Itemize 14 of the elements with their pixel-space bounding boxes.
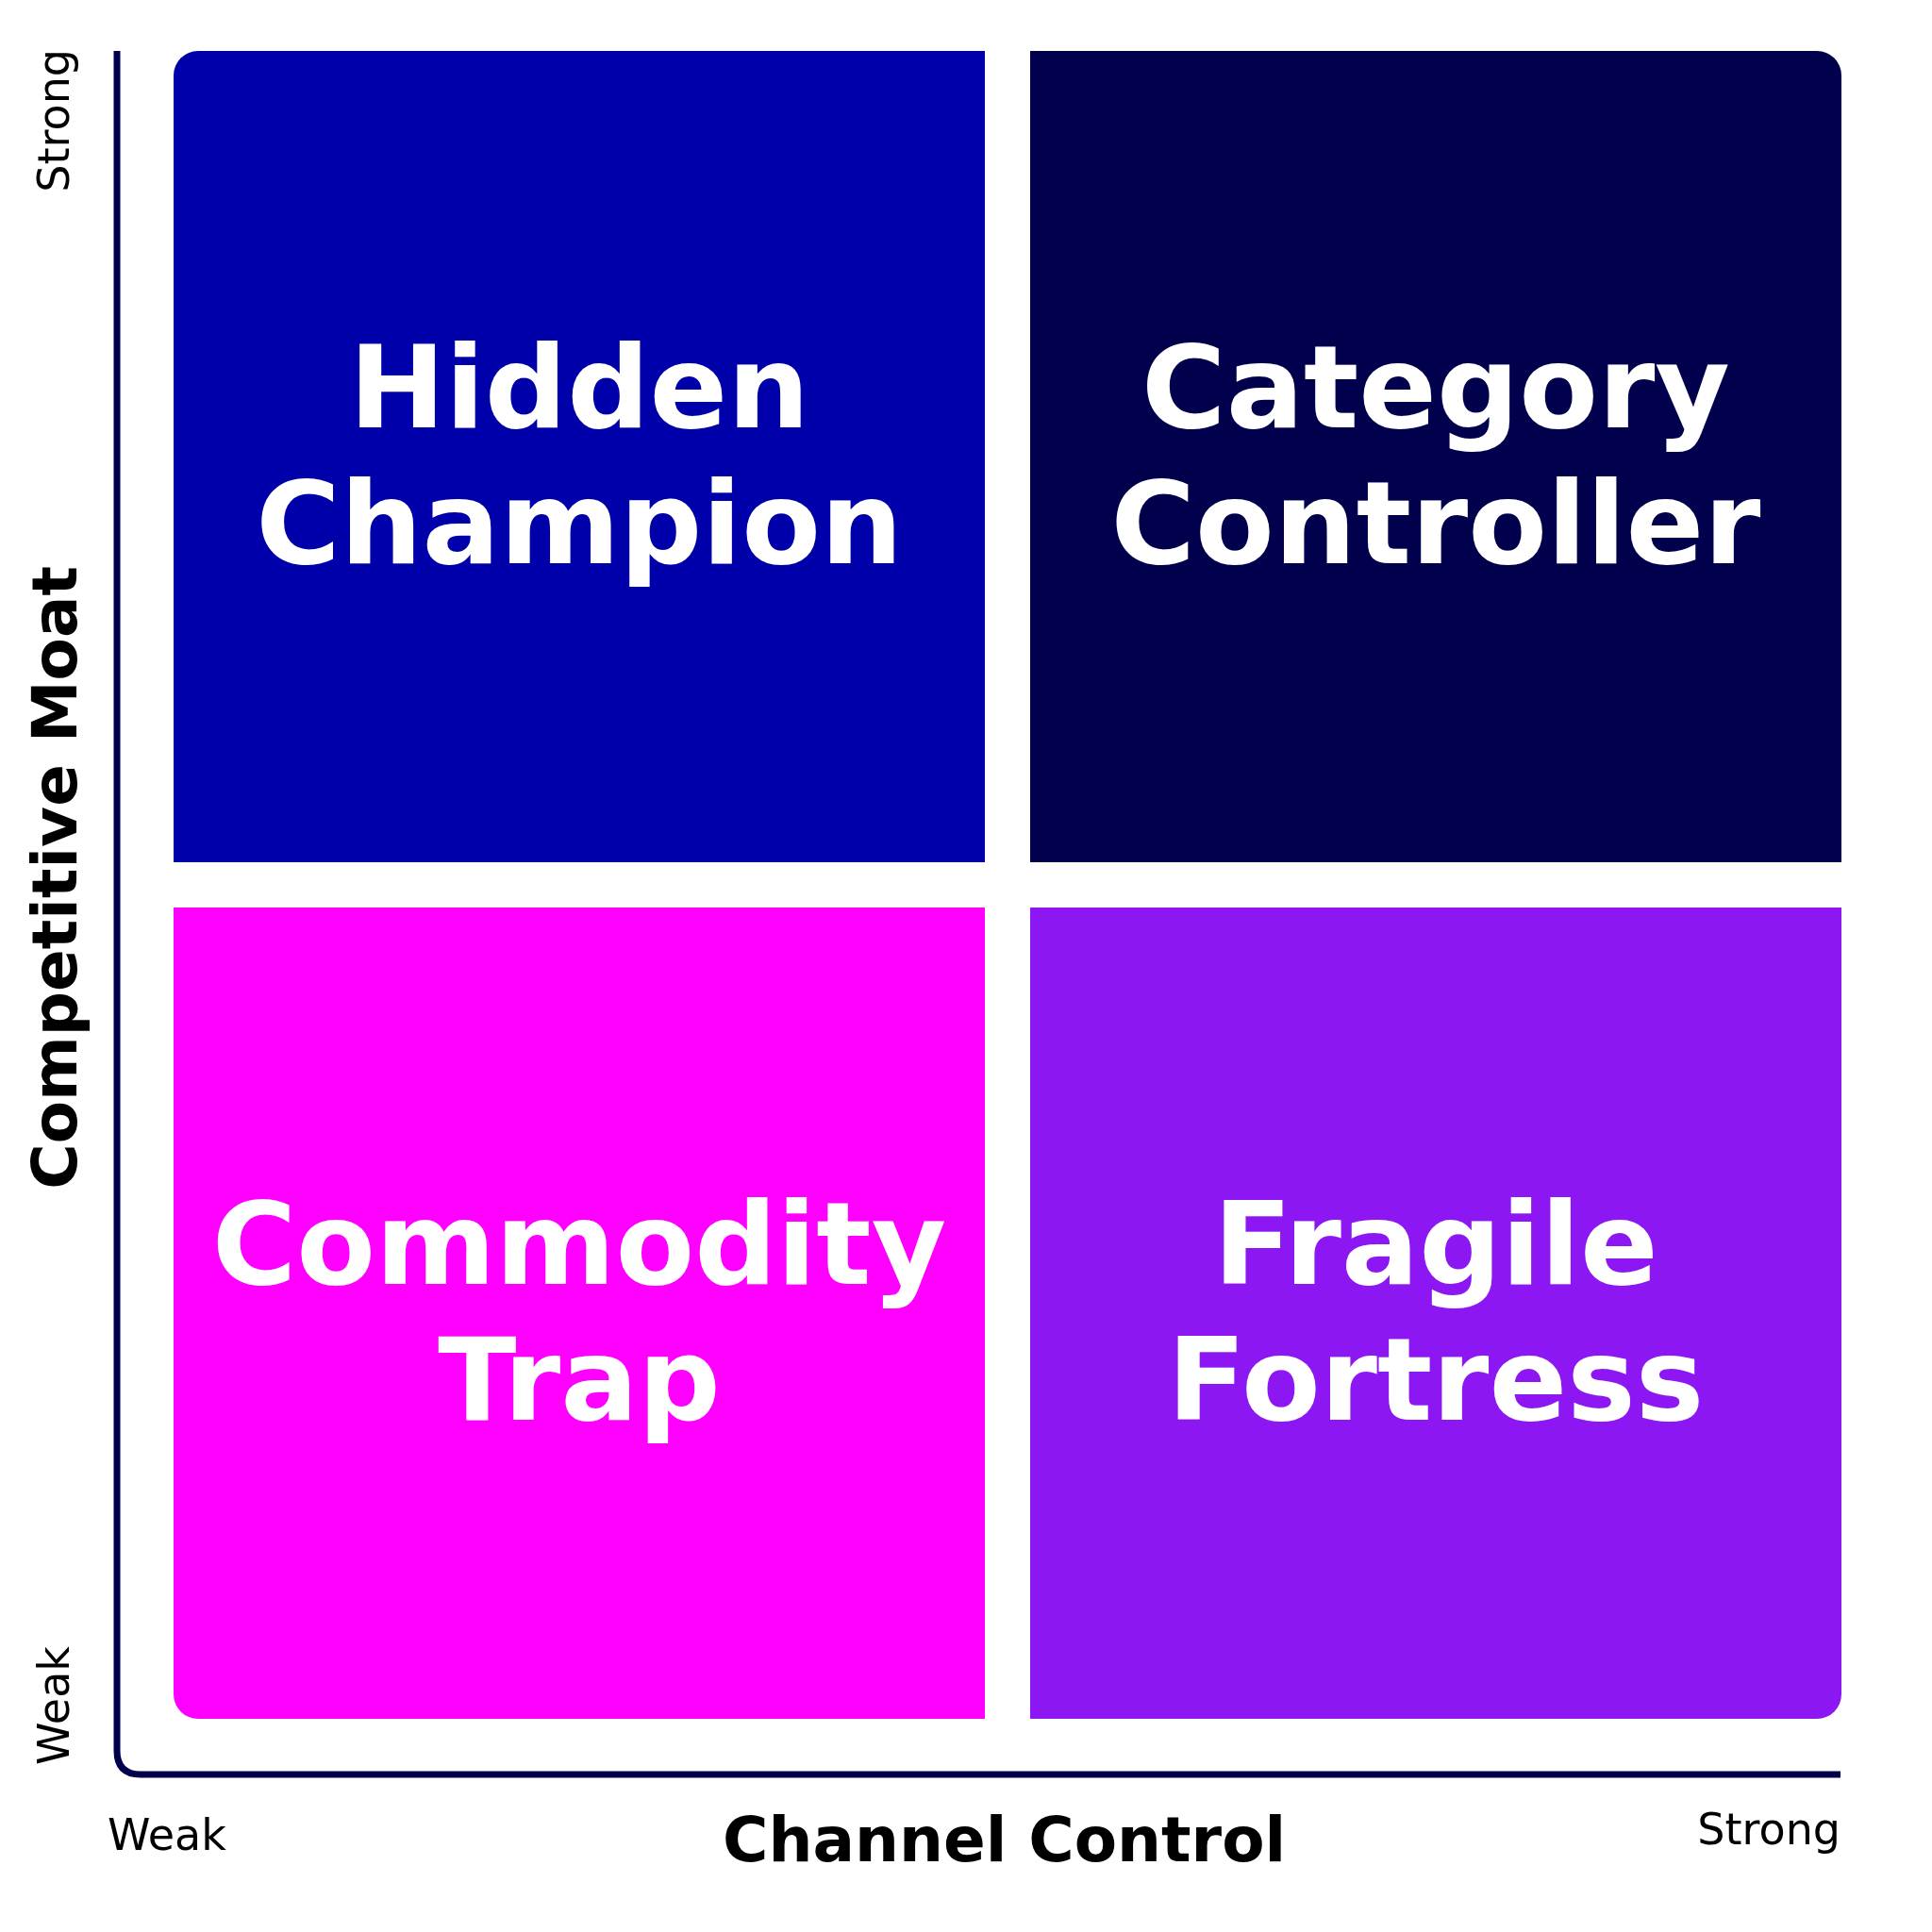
- quadrant-box: [174, 51, 985, 862]
- quadrant-title: Fragile Fortress: [1166, 1177, 1706, 1449]
- axis-end-label: Strong: [28, 49, 79, 192]
- quadrant-box: [1030, 908, 1841, 1719]
- axis-end-label: Strong: [1697, 1804, 1840, 1855]
- axis-end-label: Weak: [28, 1646, 79, 1765]
- quadrant-title: Hidden Champion: [255, 321, 904, 592]
- quadrant-box: [174, 908, 985, 1719]
- quadrant-title: Category Controller: [1109, 321, 1762, 592]
- quadrant-box: [1030, 51, 1841, 862]
- quadrant-title: Commodity Trap: [210, 1177, 948, 1449]
- axis-end-label: Weak: [108, 1809, 226, 1860]
- axis-title: Competitive Moat: [19, 566, 92, 1190]
- axis-title: Channel Control: [723, 1804, 1287, 1876]
